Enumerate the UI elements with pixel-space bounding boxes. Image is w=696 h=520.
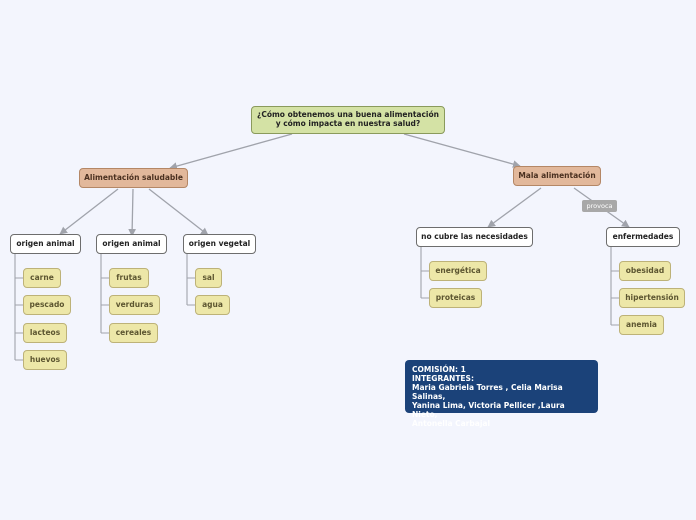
branch-mala-alimentacion[interactable]: Mala alimentación (513, 166, 601, 186)
leaf-carne[interactable]: carne (23, 268, 61, 288)
leaf-frutas[interactable]: frutas (109, 268, 149, 288)
leaf-pescado[interactable]: pescado (23, 295, 71, 315)
connector-mala-necesidades (487, 187, 542, 228)
leaf-energetica[interactable]: energética (429, 261, 487, 281)
bracket-origen2 (100, 254, 110, 334)
root-line-2: y cómo impacta en nuestra salud? (275, 119, 421, 128)
bracket-enfermedades (610, 247, 620, 326)
branch-alimentacion-saludable[interactable]: Alimentación saludable (79, 168, 188, 188)
connector-root-saludable (169, 133, 293, 170)
connector-saludable-origen2 (128, 188, 137, 237)
relation-label-provoca: provoca (582, 200, 617, 212)
root-line-1: ¿Cómo obtenemos una buena alimentación (256, 110, 439, 120)
note-line-3: Maria Gabriela Torres , Celia Marisa Sal… (412, 383, 563, 401)
root-node[interactable]: ¿Cómo obtenemos una buena alimentación y… (251, 106, 445, 134)
credits-note: COMISIÓN: 1 INTEGRANTES: Maria Gabriela … (405, 360, 598, 428)
leaf-proteicas[interactable]: proteicas (429, 288, 482, 308)
group-origen-animal-2[interactable]: origen animal (96, 234, 167, 254)
leaf-lacteos[interactable]: lacteos (23, 323, 67, 343)
note-line-1: COMISIÓN: 1 (412, 365, 466, 374)
bracket-vegetal (186, 254, 196, 306)
group-enfermedades[interactable]: enfermedades (606, 227, 680, 247)
leaf-obesidad[interactable]: obesidad (619, 261, 671, 281)
note-line-4: Yanina Lima, Victoria Pellicer ,Laura Ni… (412, 401, 565, 419)
group-origen-animal[interactable]: origen animal (10, 234, 81, 254)
connector-root-mala (403, 133, 521, 168)
bracket-animal (14, 254, 24, 361)
bracket-necesidades (420, 247, 430, 299)
leaf-agua[interactable]: agua (195, 295, 230, 315)
connector-saludable-vegetal (148, 188, 209, 236)
leaf-verduras[interactable]: verduras (109, 295, 160, 315)
note-line-2: INTEGRANTES: (412, 374, 474, 383)
connector-saludable-animal (59, 188, 119, 235)
leaf-sal[interactable]: sal (195, 268, 222, 288)
group-no-cubre-necesidades[interactable]: no cubre las necesidades (416, 227, 533, 247)
leaf-hipertension[interactable]: hipertensión (619, 288, 685, 308)
note-line-5: Antonella Carbajal (412, 419, 491, 428)
leaf-anemia[interactable]: anemia (619, 315, 664, 335)
leaf-cereales[interactable]: cereales (109, 323, 158, 343)
leaf-huevos[interactable]: huevos (23, 350, 67, 370)
group-origen-vegetal[interactable]: origen vegetal (183, 234, 256, 254)
